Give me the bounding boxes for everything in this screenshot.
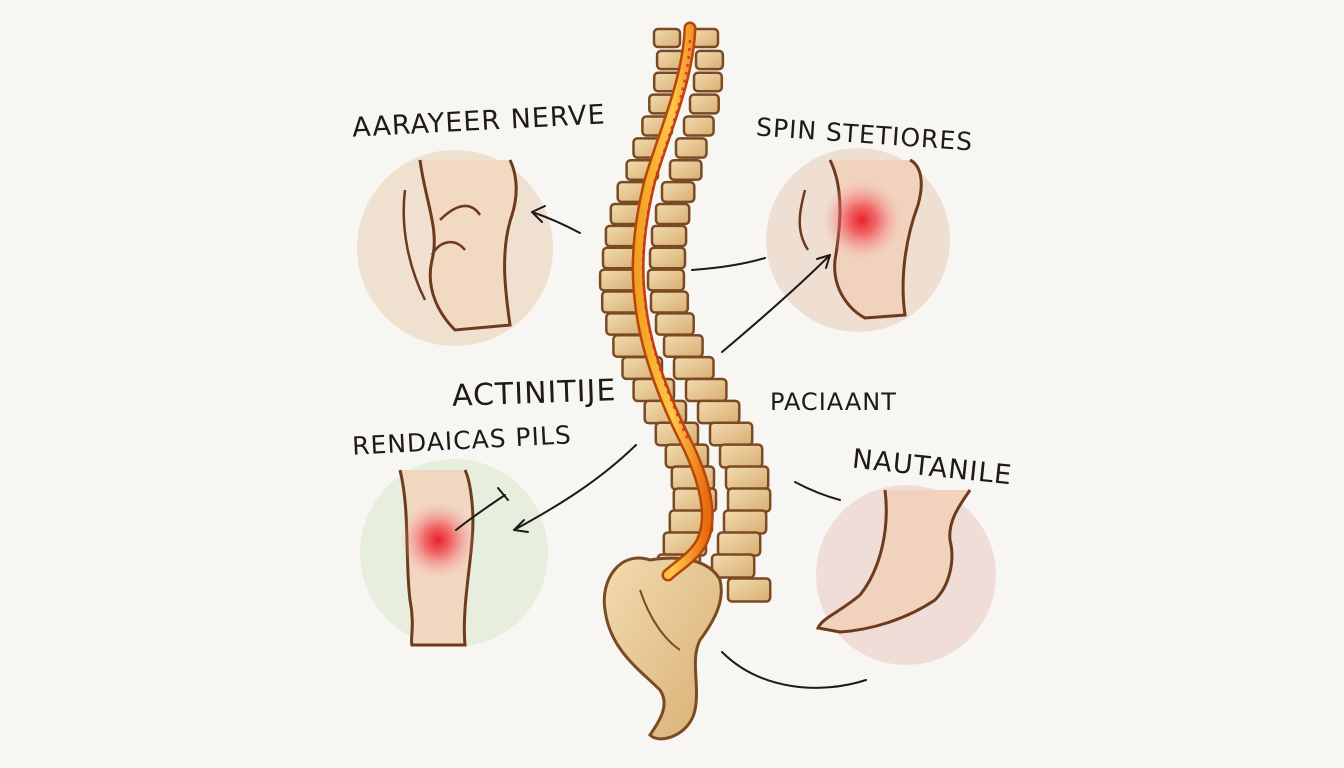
vertebra-right [708,421,754,447]
vertebral-column [598,27,772,603]
vertebra-right [710,553,756,579]
vertebra-right [722,509,768,535]
line-bottom-right [794,481,841,501]
vertebra-right [726,487,772,513]
inset-bottom-right [815,485,996,665]
vertebra-right [716,531,762,557]
arrow-head-bottom-left [513,519,529,533]
arrow-bottom-left [513,444,637,531]
arrow-top-left [531,211,581,234]
vertebra-right [724,465,770,491]
inset-top-left [357,150,553,346]
line-coccyx [721,651,867,689]
vertebra-right [654,202,691,226]
tick-knee-marker [497,487,509,501]
connector-lines [455,205,867,689]
sacrum [602,556,723,741]
vertebra-right [718,443,764,469]
inset-top-right [766,148,950,332]
vertebra-right [672,355,715,381]
spinal-nerve-core [634,24,712,579]
label-middle-right: PACIAANT [770,388,897,416]
vertebra-right [646,268,686,292]
vertebra-left [598,268,638,292]
vertebra-right [688,93,720,115]
vertebra-right [726,577,772,603]
vertebra-right [649,290,690,314]
vertebra-left [652,27,682,49]
arrow-top-right [721,254,831,353]
arrow-head-top-right [816,254,831,269]
arrow-head-top-left [531,205,546,223]
vertebra-right [684,377,728,403]
vertebra-right [648,246,687,270]
line-knee-marker [455,494,506,531]
line-top-right [691,257,766,271]
vertebra-right [694,49,725,71]
label-middle-left: ACTINITIJE [451,373,617,414]
inset-bottom-left [360,459,548,647]
vertebra-right [674,137,708,159]
vertebra-right [696,399,741,425]
vertebra-right [682,115,715,137]
vertebra-right [692,71,724,93]
vertebra-right [654,312,695,336]
vertebra-right [668,159,703,181]
vertebra-right [650,224,688,248]
vertebra-right [660,180,696,204]
vertebra-right [662,334,704,358]
